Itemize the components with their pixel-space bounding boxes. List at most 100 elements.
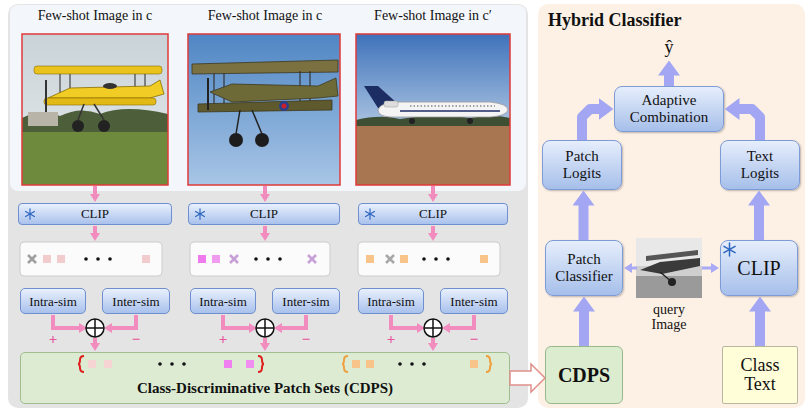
patch-set [258,356,264,372]
patch-set [88,360,96,368]
left-panel [8,4,528,408]
sum-symbol [256,319,274,337]
patch-row [28,255,36,263]
query-image [636,238,702,298]
photo-jet-airliner [467,118,473,124]
connector-arrow [510,364,545,392]
class-text-box: Class Text [722,346,798,404]
photo-yellow-biplane [45,80,47,112]
connector-arrow [755,311,765,346]
query-arrow [632,267,637,270]
photo-yellow-biplane [72,120,84,132]
sum-symbol [86,319,442,337]
intra-sim-box: Intra-sim [20,288,86,314]
patch-row [96,257,100,261]
flow-arrow [223,315,250,328]
flow-arrow [93,226,97,234]
sum-symbol [94,319,96,337]
sign-symbol: + [384,332,398,348]
patch-row [57,255,65,263]
patch-row [446,257,450,261]
photo-jet-airliner [384,101,398,107]
patch-set [182,362,186,366]
photo-jet-airliner [356,126,510,185]
photo-yellow-biplane [98,120,110,132]
patch-set [342,356,348,372]
encoder-box: CLIP [358,203,508,225]
patch-row [308,255,316,263]
photo-yellow-biplane [48,80,164,98]
photo-camouflage-biplane [188,34,340,185]
patch-set [78,356,264,372]
image-caption: Few-shot Image in c′ [348,8,518,28]
patch-row [20,242,162,276]
flow-arrow [263,186,267,195]
sign-symbol: − [467,332,481,348]
patch-row [480,255,488,263]
photo-yellow-biplane [22,109,168,135]
patch-set [224,360,232,368]
photo-jet-airliner [356,34,510,134]
node-text: Hybrid Classifier [538,4,805,31]
patch-row [266,257,270,261]
patch-row [386,255,394,263]
photo-yellow-biplane [44,98,156,105]
patch-row [254,257,258,261]
flow-arrow [263,338,267,344]
flow-arrow [263,226,267,234]
photo-camouflage-biplane [229,133,243,147]
node-text: Patch Logits [549,148,615,183]
sum-symbol [86,319,104,337]
node-text: Inter-sim [282,295,329,308]
query-arrow [702,267,711,270]
encoder-box: CLIP [18,203,172,225]
encoder-box: CLIP [188,203,340,225]
node-text: CLIP [250,206,278,222]
node-text: CLIP [737,257,780,280]
patch-row [84,257,88,261]
flow-arrow [431,186,435,195]
query-arrow [624,263,632,273]
patch-set [352,360,360,368]
photo-camouflage-biplane [207,78,209,110]
patch-set [342,356,492,372]
query-arrow [711,263,719,273]
query-image [636,238,702,298]
patch-row [358,242,500,276]
node-text: Text Logits [727,148,793,183]
sign-symbol: + [46,332,60,348]
frozen-icon [724,243,735,256]
flow-arrow [431,338,435,344]
cdps-box: CDPS [545,346,623,404]
query-arrow [624,263,719,273]
output-symbol: ŷ [655,38,683,60]
patch-set [410,362,414,366]
patch-row [386,255,394,263]
photo-yellow-biplane [34,66,162,74]
photo-camouflage-biplane [255,133,269,147]
photo-yellow-biplane [22,132,168,185]
photo-camouflage-biplane [192,60,338,74]
patch-row [28,255,36,263]
photo-camouflage-biplane [213,73,214,104]
left-panel [8,4,528,408]
patch-set [246,360,254,368]
intra-sim-box: Intra-sim [190,288,256,314]
node-text: Patch Classifier [552,251,616,286]
node-text: CLIP [81,206,109,222]
node-text: Adaptive Combination [621,92,717,127]
patch-set [78,356,84,372]
classifier-box: Patch Classifier [545,240,623,296]
combination-box: Adaptive Combination [614,86,724,132]
patch-set [104,360,112,368]
patch-row [108,257,112,261]
connector-arrow [754,205,764,240]
patch-row [434,257,438,261]
connector-group [510,109,760,392]
photo-jet-airliner [364,86,398,108]
patch-set [486,356,492,372]
cdps-band: Class-Discriminative Patch Sets (CDPS) [20,352,510,404]
image-caption: Few-shot Image in c [180,8,350,28]
photo-yellow-biplane [94,104,104,120]
